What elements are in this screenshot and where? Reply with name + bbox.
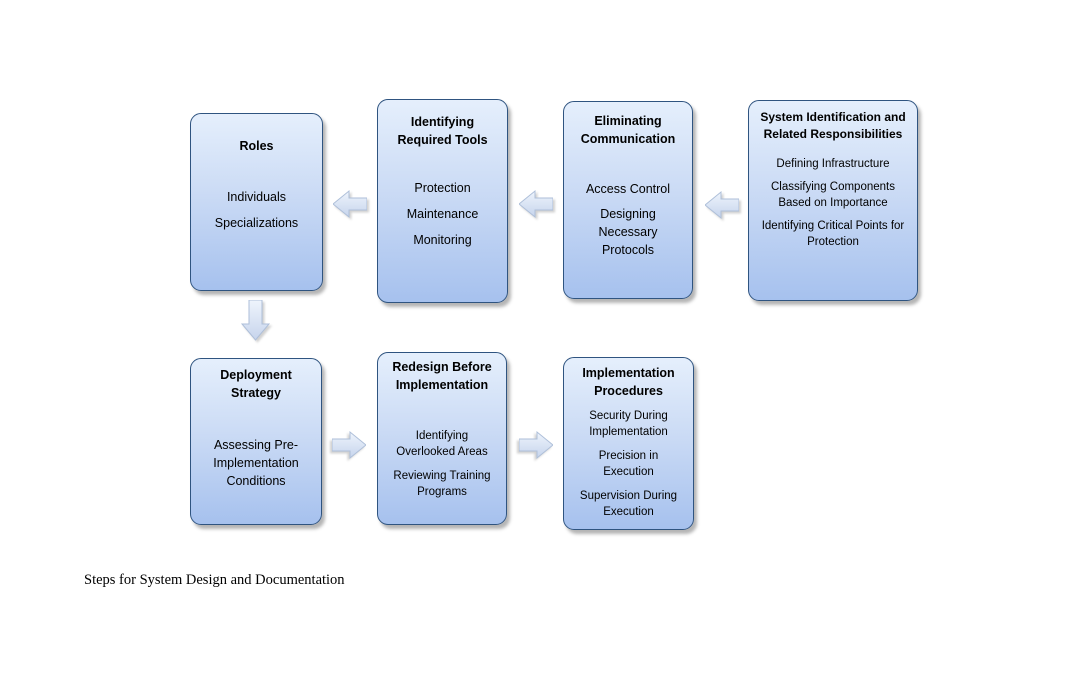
block-arrow-down-icon bbox=[239, 300, 272, 341]
box-title: Identifying Required Tools bbox=[397, 115, 488, 147]
diagram-caption: Steps for System Design and Documentatio… bbox=[84, 572, 345, 588]
box-item: Monitoring bbox=[413, 233, 472, 248]
box-item: Security During Implementation bbox=[589, 410, 668, 439]
block-arrow-right-icon bbox=[519, 429, 553, 461]
box-eliminating-communication: Eliminating Communication Access Control… bbox=[563, 101, 693, 299]
box-system-identification: System Identification and Related Respon… bbox=[748, 100, 918, 301]
box-item: Classifying Components Based on Importan… bbox=[770, 180, 895, 209]
box-item: Individuals bbox=[226, 189, 287, 204]
box-item: Maintenance bbox=[406, 207, 479, 222]
box-title: Eliminating Communication bbox=[580, 114, 676, 146]
block-arrow-left-icon bbox=[705, 189, 739, 221]
box-item-list: Protection Maintenance Monitoring bbox=[378, 179, 507, 249]
box-item: Assessing Pre-Implementation Conditions bbox=[213, 438, 299, 489]
box-title: Redesign Before Implementation bbox=[392, 360, 492, 392]
box-identifying-required-tools: Identifying Required Tools Protection Ma… bbox=[377, 99, 508, 303]
box-item: Defining Infrastructure bbox=[776, 157, 890, 170]
block-arrow-left-icon bbox=[519, 188, 553, 220]
box-item-list: Identifying Overlooked Areas Reviewing T… bbox=[378, 428, 506, 500]
box-item: Protection bbox=[414, 181, 471, 195]
box-title: Roles bbox=[239, 139, 274, 153]
box-item-list: Access Control Designing Necessary Proto… bbox=[564, 180, 692, 260]
box-item-list: Defining Infrastructure Classifying Comp… bbox=[749, 156, 917, 250]
box-redesign-before-implementation: Redesign Before Implementation Identifyi… bbox=[377, 352, 507, 525]
box-item: Specializations bbox=[214, 215, 299, 230]
box-item: Reviewing Training Programs bbox=[393, 470, 491, 499]
box-deployment-strategy: Deployment Strategy Assessing Pre-Implem… bbox=[190, 358, 322, 525]
box-item-list: Security During Implementation Precision… bbox=[564, 408, 693, 521]
block-arrow-right-icon bbox=[332, 429, 366, 461]
box-item: Precision in Execution bbox=[598, 450, 659, 479]
box-title: System Identification and Related Respon… bbox=[760, 110, 906, 141]
box-item-list: Individuals Specializations bbox=[191, 188, 322, 232]
box-roles: Roles Individuals Specializations bbox=[190, 113, 323, 291]
block-arrow-left-icon bbox=[333, 188, 367, 220]
box-item: Supervision During Execution bbox=[579, 490, 678, 519]
box-item: Designing Necessary Protocols bbox=[598, 207, 658, 258]
box-implementation-procedures: Implementation Procedures Security Durin… bbox=[563, 357, 694, 530]
box-item: Access Control bbox=[585, 182, 671, 196]
box-title: Deployment Strategy bbox=[220, 368, 292, 400]
box-title: Implementation Procedures bbox=[582, 366, 675, 398]
box-item: Identifying Critical Points for Protecti… bbox=[761, 219, 905, 248]
box-item-list: Assessing Pre-Implementation Conditions bbox=[191, 436, 321, 490]
box-item: Identifying Overlooked Areas bbox=[396, 430, 488, 459]
